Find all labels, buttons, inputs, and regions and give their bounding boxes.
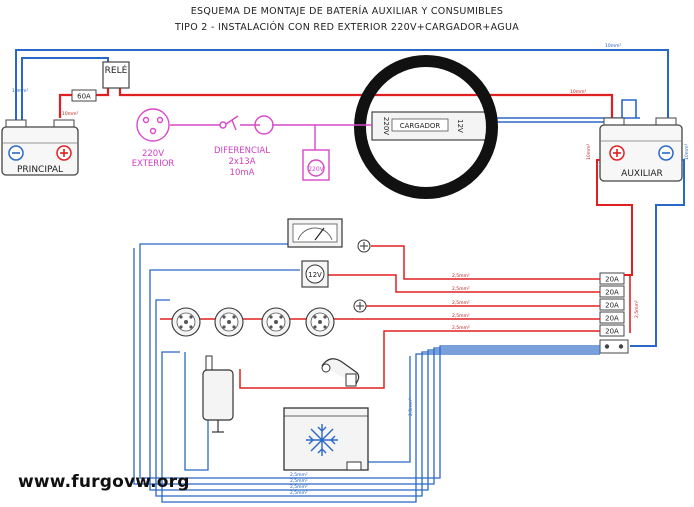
lamp-icon — [261, 307, 291, 337]
charger-input-label: 220V — [382, 117, 390, 135]
fridge-icon — [283, 407, 369, 471]
faucet-icon — [321, 358, 360, 387]
wire-charger-negative — [480, 99, 640, 123]
wire-label-fuse-side: 2,5mm² — [634, 300, 640, 318]
socket-12v-label: 12V — [308, 271, 322, 279]
wire-label-branch-3: 2,5mm² — [452, 300, 470, 306]
relay — [102, 61, 130, 89]
fuse-label: 20A — [605, 315, 619, 323]
lamp-icon — [305, 307, 335, 337]
diferencial-sensitivity-label: 10mA — [230, 168, 255, 178]
diagram-title-line1: ESQUEMA DE MONTAJE DE BATERÍA AUXILIAR Y… — [191, 5, 503, 17]
ac-circuit — [136, 108, 372, 181]
switch-icon — [353, 299, 367, 313]
fuse-label: 20A — [605, 302, 619, 310]
fuse-label: 20A — [605, 328, 619, 336]
exterior-label: EXTERIOR — [132, 159, 175, 169]
wire-label-aux-red: 10mm² — [586, 144, 592, 160]
wire-branches-negative — [133, 243, 600, 503]
switch-icon — [357, 239, 371, 253]
lamp-icon — [171, 307, 201, 337]
wire-label-return-4: 2,5mm² — [290, 490, 308, 496]
socket-220v-label: 220V — [308, 166, 324, 173]
wire-label-return-1: 2,5mm² — [290, 472, 308, 478]
water-pump-icon — [202, 355, 234, 433]
wire-label-return-2: 2,5mm² — [290, 478, 308, 484]
wire-label-branch-1: 2,5mm² — [452, 273, 470, 279]
relay-label: RELÉ — [105, 64, 128, 76]
diferencial-label: DIFERENCIAL — [214, 146, 270, 156]
charger-label: CARGADOR — [400, 122, 441, 130]
wire-label-small-red-left: 10mm² — [62, 111, 78, 117]
main-fuse-label: 60A — [77, 93, 91, 101]
diferencial-rating-label: 2x13A — [228, 157, 255, 167]
socket-12v-icon — [301, 260, 329, 288]
wire-label-vertical-blue: 2,5mm² — [408, 398, 414, 416]
battery-auxiliar — [599, 117, 683, 182]
lamp-icon — [214, 307, 244, 337]
wire-label-branch-5: 2,5mm² — [452, 325, 470, 331]
fuse-box — [599, 272, 631, 354]
wire-label-branch-4: 2,5mm² — [452, 313, 470, 319]
wire-label-branch-2: 2,5mm² — [452, 286, 470, 292]
battery-principal-label: PRINCIPAL — [17, 165, 63, 175]
fuse-label: 20A — [605, 289, 619, 297]
fuse-label: 20A — [605, 276, 619, 284]
charger — [371, 111, 491, 141]
wire-label-aux-blue: 10mm² — [684, 144, 690, 160]
battery-principal — [1, 119, 79, 176]
wire-label-red-main: 10mm² — [570, 89, 586, 95]
charger-output-label: 12V — [456, 119, 464, 133]
fuse-3 — [599, 298, 625, 311]
wire-branches-positive — [160, 245, 600, 389]
battery-auxiliar-label: AUXILIAR — [621, 169, 663, 179]
main-fuse — [71, 89, 97, 102]
switch-contact — [219, 121, 227, 129]
watermark: www.furgovw.org — [18, 472, 190, 492]
voltmeter-icon — [287, 218, 343, 248]
wire-label-return-3: 2,5mm² — [290, 484, 308, 490]
wire-label-top-blue: 10mm² — [605, 43, 621, 49]
negative-bus-bar — [599, 339, 629, 354]
diagram-title-line2: TIPO 2 - INSTALACIÓN CON RED EXTERIOR 22… — [174, 21, 519, 33]
fuse-4 — [599, 311, 625, 324]
highlight-ring — [354, 55, 498, 199]
exterior-220v-label: 220V — [142, 149, 164, 159]
snowflake-icon — [306, 424, 338, 456]
wire-label-principal-blue: 10mm² — [12, 88, 28, 94]
wire-main-positive — [58, 88, 614, 118]
